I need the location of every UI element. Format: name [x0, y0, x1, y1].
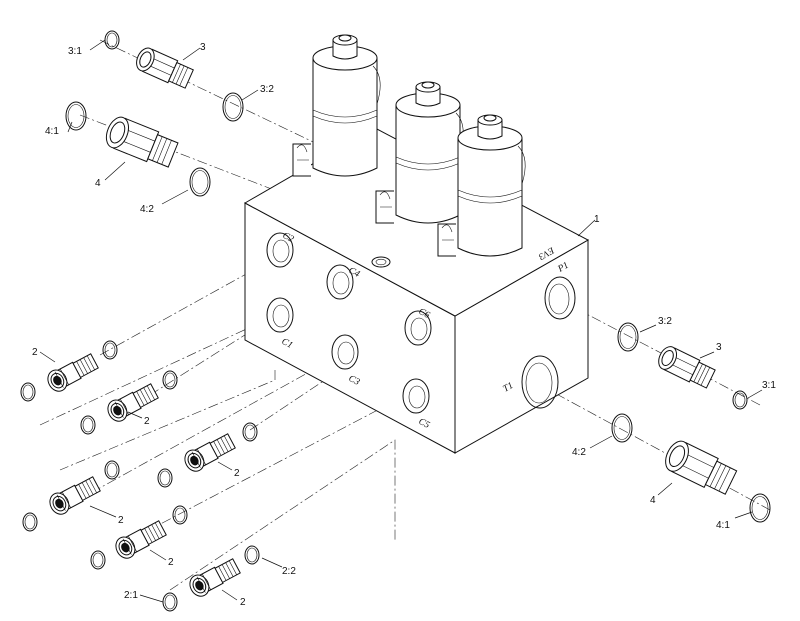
- port-c5: [402, 378, 430, 414]
- leader-lines: [39, 39, 763, 603]
- oring-2-2-back: [244, 545, 260, 565]
- callout-labels: 3:1 3 3:2 4:1 4 4:2 1 2 2 2 2 2 2 2:1 2:…: [32, 42, 776, 608]
- callout-4-top: 4: [95, 178, 101, 189]
- oring-3-1-top: [104, 30, 120, 50]
- port-t1: [521, 355, 559, 409]
- callout-4-1-top: 4:1: [45, 126, 59, 137]
- oring-2-c-back: [242, 422, 258, 442]
- port-label-t1: T1: [502, 381, 516, 395]
- solenoid-coil-rear: [292, 34, 381, 177]
- callout-4-2-right: 4:2: [572, 447, 586, 458]
- callout-3-1-top: 3:1: [68, 46, 82, 57]
- oring-2-d-front: [22, 512, 38, 532]
- callout-4-2-top: 4:2: [140, 204, 154, 215]
- oring-3-2-right: [617, 322, 639, 352]
- callout-3-right: 3: [716, 342, 722, 353]
- oring-2-d-back: [104, 460, 120, 480]
- oring-2-e-front: [90, 550, 106, 570]
- callout-3-1-right: 3:1: [762, 380, 776, 391]
- port-c4: [326, 264, 354, 300]
- port-c3: [331, 334, 359, 370]
- fitting-3-top: [132, 44, 195, 91]
- port-label-c5: C5: [417, 417, 432, 431]
- port-label-c6: C6: [417, 307, 432, 321]
- oring-2-e-back: [172, 505, 188, 525]
- callout-4-right: 4: [650, 495, 656, 506]
- oring-2-a-front: [20, 382, 36, 402]
- port-label-c4: C4: [347, 266, 362, 280]
- callout-2-2: 2:2: [282, 566, 296, 577]
- callout-2-e: 2: [168, 557, 174, 568]
- port-c2: [266, 232, 294, 268]
- fitting-2-a: [43, 350, 101, 396]
- callout-2-f: 2: [240, 597, 246, 608]
- callout-2-d: 2: [118, 515, 124, 526]
- oring-2-a-back: [102, 340, 118, 360]
- port-label-c2: C2: [281, 231, 296, 245]
- port-p1: [544, 276, 576, 320]
- callout-2-1: 2:1: [124, 590, 138, 601]
- port-label-c1: C1: [280, 337, 294, 351]
- oring-3-2-top: [222, 92, 244, 122]
- callout-2-b: 2: [144, 416, 150, 427]
- callout-3-2-right: 3:2: [658, 316, 672, 327]
- callout-3-2-top: 3:2: [260, 84, 274, 95]
- fitting-4-right: [660, 436, 739, 498]
- fitting-3-right: [654, 343, 717, 391]
- callout-3-top: 3: [200, 42, 206, 53]
- oring-4-2-top: [189, 167, 211, 197]
- oring-3-1-right: [732, 390, 748, 410]
- port-c1: [266, 297, 294, 333]
- port-c6: [404, 310, 432, 346]
- callout-manifold: 1: [594, 214, 600, 225]
- oring-4-1-right: [749, 493, 771, 523]
- fitting-2-d: [45, 473, 103, 519]
- oring-2-b-front: [80, 415, 96, 435]
- oring-2-c-front: [157, 468, 173, 488]
- port-label-c3: C3: [347, 374, 362, 388]
- callout-2-a: 2: [32, 347, 38, 358]
- fitting-2-f: [185, 555, 243, 601]
- callout-2-c: 2: [234, 468, 240, 479]
- oring-2-1-front: [162, 592, 178, 612]
- fitting-4-top: [101, 113, 180, 171]
- oring-2-b-back: [162, 370, 178, 390]
- oring-4-2-right: [611, 413, 633, 443]
- callout-4-1-right: 4:1: [716, 520, 730, 531]
- fitting-2-b: [103, 380, 161, 426]
